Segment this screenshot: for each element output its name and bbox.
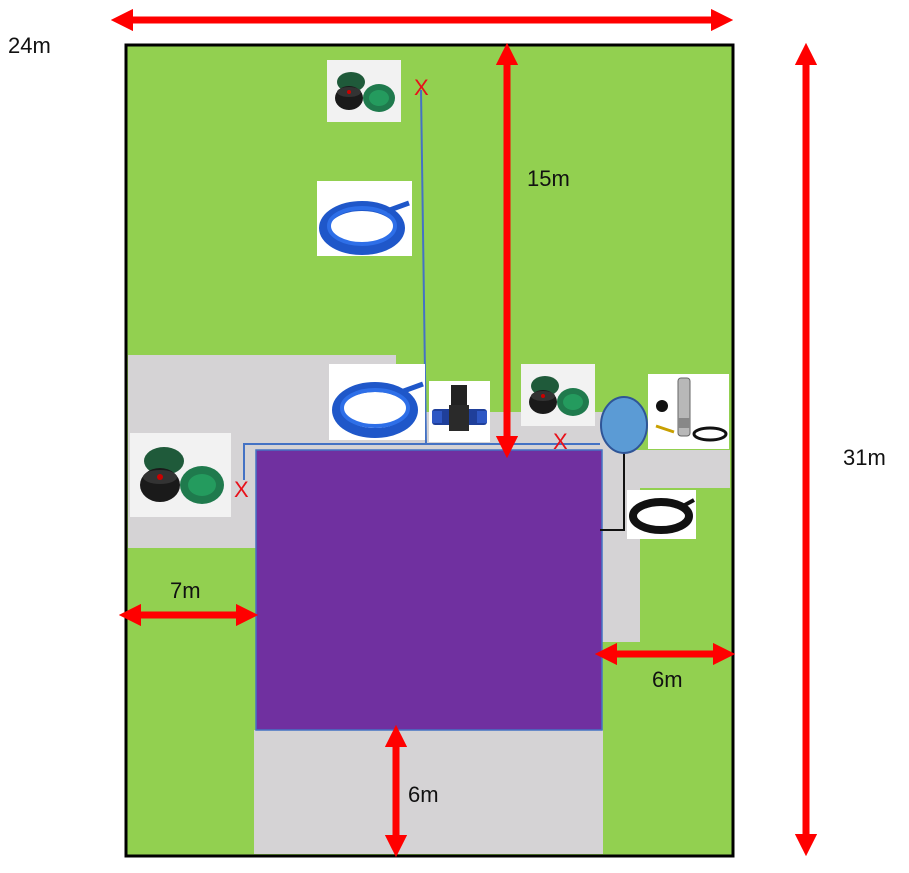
blue-pipe-coil-icon <box>329 364 425 440</box>
main-pipe-line <box>243 443 600 480</box>
bottom-distance-label: 6m <box>408 782 439 807</box>
x-marker-left: X <box>234 477 249 502</box>
width-total-label: 24m <box>8 33 51 58</box>
top-distance-label: 15m <box>527 166 570 191</box>
driveway <box>254 730 603 854</box>
x-marker-right: X <box>553 429 568 454</box>
black-hose-line <box>600 446 625 531</box>
right-distance-label: 6m <box>652 667 683 692</box>
house <box>255 449 603 731</box>
left-distance-label: 7m <box>170 578 201 603</box>
valve-box-icon <box>521 364 595 426</box>
black-hose-coil-icon <box>627 490 696 539</box>
valve-box-icon <box>130 433 231 517</box>
water-tank-icon <box>600 396 648 454</box>
paving-right-strip <box>600 450 730 488</box>
height-total-label: 31m <box>843 445 886 470</box>
x-marker-top: X <box>414 75 429 100</box>
valve-box-icon <box>327 60 401 122</box>
pipe-to-top-valve <box>420 89 427 445</box>
pipe-tee-fitting-icon <box>429 381 490 442</box>
blue-pipe-coil-icon <box>317 181 412 256</box>
submersible-pump-icon <box>648 374 729 449</box>
